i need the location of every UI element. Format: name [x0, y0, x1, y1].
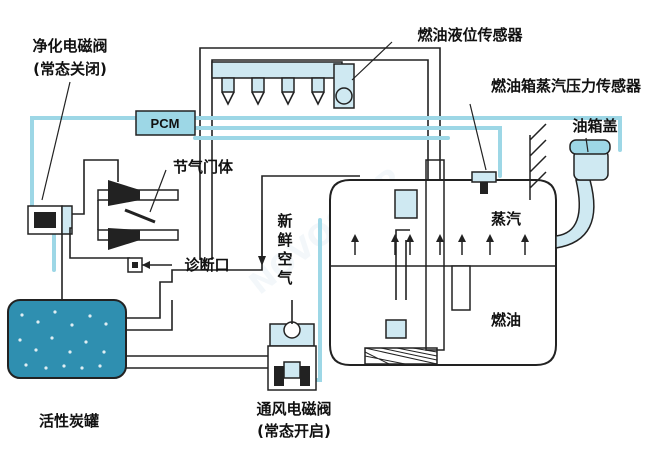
vent-solenoid-valve — [267, 321, 317, 391]
pcm-module: PCM — [135, 110, 196, 136]
body-panel-hatch — [529, 123, 547, 200]
fuel-cap — [569, 139, 611, 155]
svg-text:空: 空 — [277, 250, 292, 268]
vapor-arrows — [351, 234, 529, 255]
injector-1 — [221, 77, 235, 106]
charcoal-canister — [7, 299, 127, 379]
fuel-label: 燃油 — [491, 311, 521, 329]
canister-to-tank-hose — [126, 175, 360, 319]
diagnostic-port-arrowhead — [142, 261, 150, 269]
fuel-tank — [329, 179, 557, 366]
filler-neck — [555, 149, 609, 249]
diagnostic-port-label: 诊断口 — [184, 256, 229, 274]
svg-text:鲜: 鲜 — [277, 231, 292, 249]
svg-text:新: 新 — [277, 212, 292, 230]
throttle-body — [97, 180, 179, 250]
pcm-label: PCM — [151, 116, 180, 131]
canister-label: 活性炭罐 — [39, 412, 99, 430]
fresh-air-arrows — [258, 210, 266, 266]
injector-4 — [311, 77, 325, 106]
vapor-label: 蒸汽 — [491, 210, 521, 228]
canister-hose-inner — [126, 300, 173, 331]
tank-pressure-sensor — [471, 171, 497, 194]
purge-hose-upper — [72, 159, 119, 215]
svg-text:气: 气 — [276, 269, 292, 287]
vent-valve-state-label: (常态开启) — [257, 422, 331, 440]
wiring — [30, 116, 622, 382]
tank-pressure-sensor-label: 燃油箱蒸汽压力传感器 — [491, 77, 642, 95]
injector-2 — [251, 77, 265, 106]
fuel-level-sensor-label: 燃油液位传感器 — [417, 26, 523, 44]
vent-valve-label: 通风电磁阀 — [256, 400, 331, 418]
purge-valve-label: 净化电磁阀 — [32, 37, 107, 55]
diagnostic-port — [127, 257, 143, 273]
purge-solenoid-valve — [27, 205, 73, 235]
fuel-level-sender — [425, 159, 471, 351]
fresh-air-label: 新 鲜 空 气 — [276, 212, 292, 287]
leader-lines — [41, 41, 589, 213]
throttle-body-label: 节气门体 — [173, 158, 234, 176]
purge-hose-lower — [69, 227, 130, 259]
purge-valve-state-label: (常态关闭) — [33, 60, 107, 78]
injector-3 — [281, 77, 295, 106]
fuel-rail — [199, 47, 441, 260]
fuel-cap-label: 油箱盖 — [572, 117, 617, 135]
fuel-pressure-regulator — [333, 63, 355, 109]
fuel-pump-module — [394, 189, 418, 300]
